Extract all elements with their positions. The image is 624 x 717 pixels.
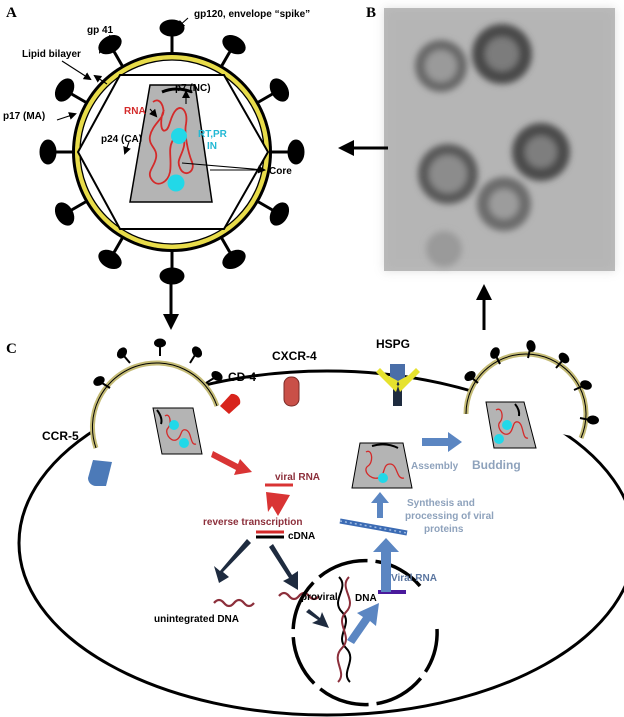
spike-head [269, 78, 290, 102]
label-rna: RNA [124, 106, 146, 117]
label-gp41: gp 41 [87, 25, 114, 36]
cdna-arrows [214, 539, 329, 628]
label-synthesis-3: proteins [424, 524, 464, 535]
spike-stalk [220, 50, 232, 68]
nucleus-envelope [291, 558, 439, 707]
panel-label-c: C [6, 341, 17, 357]
spike-head [159, 19, 185, 37]
arrow-a-to-c [163, 283, 179, 330]
spike-stalk [70, 200, 88, 212]
arrow-c-to-b [476, 284, 492, 330]
arrow-to-nucleus [306, 609, 329, 628]
micrograph-virions [415, 24, 570, 267]
budding-spikes [464, 340, 599, 425]
hspg-receptor [376, 364, 420, 406]
label-budding: Budding [472, 458, 521, 472]
virion-leader-lines [56, 17, 266, 174]
cxcr4-receptor [283, 376, 300, 407]
arrow-transcription [347, 603, 379, 644]
ccr5-receptor [88, 460, 112, 486]
label-reverse-transcription: reverse transcription [203, 517, 303, 528]
spike-head [54, 202, 75, 226]
label-synthesis-1: Synthesis and [407, 498, 475, 509]
spike-head [98, 249, 122, 270]
label-p17: p17 (MA) [3, 111, 45, 122]
label-nuclear-viral-rna: Viral RNA [391, 573, 437, 584]
label-gp120: gp120, envelope “spike” [194, 9, 310, 20]
panel-c: C CD-4 CXCR-4 [6, 337, 624, 717]
panel-a: A gp 41 gp120, e [3, 5, 310, 285]
dna-strands [213, 591, 320, 608]
panel-b: B [366, 5, 615, 271]
spike-stalk [112, 50, 124, 68]
arrow-uncoating [211, 451, 252, 475]
arrow-to-assembly [371, 492, 389, 518]
label-p24: p24 (CA) [101, 134, 142, 145]
reverse-transcription-arrows [211, 451, 293, 539]
label-ccr5: CCR-5 [42, 429, 79, 443]
label-lipid-bilayer: Lipid bilayer [22, 49, 81, 60]
arrow-to-unintegrated [214, 539, 251, 583]
spike-group [39, 19, 305, 285]
proviral-dna-strand [278, 591, 320, 601]
panel-label-b: B [366, 5, 376, 21]
protein-synthesis-ribbon [339, 518, 408, 536]
spike-head [287, 139, 305, 165]
label-synthesis-2: processing of viral [405, 511, 494, 522]
arrow-to-proviral [269, 544, 298, 590]
spike-head [54, 78, 75, 102]
label-p7: p7 (NC) [175, 83, 211, 94]
spike-head [222, 34, 246, 55]
spike-stalk [70, 92, 88, 104]
spike-stalk [256, 200, 274, 212]
entering-core [152, 407, 203, 455]
spike-head [222, 249, 246, 270]
envelope-spikes [39, 19, 305, 285]
enzyme-dot-upper [171, 128, 187, 144]
panel-connection-arrows [163, 140, 492, 330]
label-unintegrated-dna: unintegrated DNA [154, 614, 239, 625]
spike-stalk [112, 236, 124, 254]
label-assembly: Assembly [411, 461, 459, 472]
assembly-arrows [347, 432, 462, 644]
enzyme-dot-lower [167, 174, 185, 192]
label-cdna: cDNA [288, 531, 315, 542]
cd4-receptor [220, 393, 241, 414]
label-enzymes-line1: RT,PR [198, 129, 228, 140]
arrow-rt [266, 492, 290, 516]
provirus-helix [336, 576, 352, 683]
label-dna: DNA [355, 593, 377, 604]
label-proviral: proviral [301, 592, 338, 603]
unintegrated-dna-strand [213, 598, 255, 608]
panel-label-a: A [6, 5, 17, 21]
spike-head [269, 202, 290, 226]
spike-head [159, 267, 185, 285]
entry-bud-spikes [93, 338, 223, 389]
spike-head [39, 139, 57, 165]
label-enzymes-line2: IN [207, 141, 217, 152]
label-core: Core [269, 166, 292, 177]
arrow-export [373, 538, 399, 592]
spike-stalk [220, 236, 232, 254]
arrow-to-budding [422, 432, 462, 452]
label-cxcr4: CXCR-4 [272, 349, 317, 363]
label-hspg: HSPG [376, 337, 410, 351]
spike-stalk [256, 92, 274, 104]
label-viral-rna: viral RNA [275, 472, 320, 483]
arrow-b-to-a [338, 140, 388, 156]
assembling-core [351, 442, 413, 489]
label-cd4: CD-4 [228, 370, 256, 384]
cell-membrane [17, 369, 624, 717]
